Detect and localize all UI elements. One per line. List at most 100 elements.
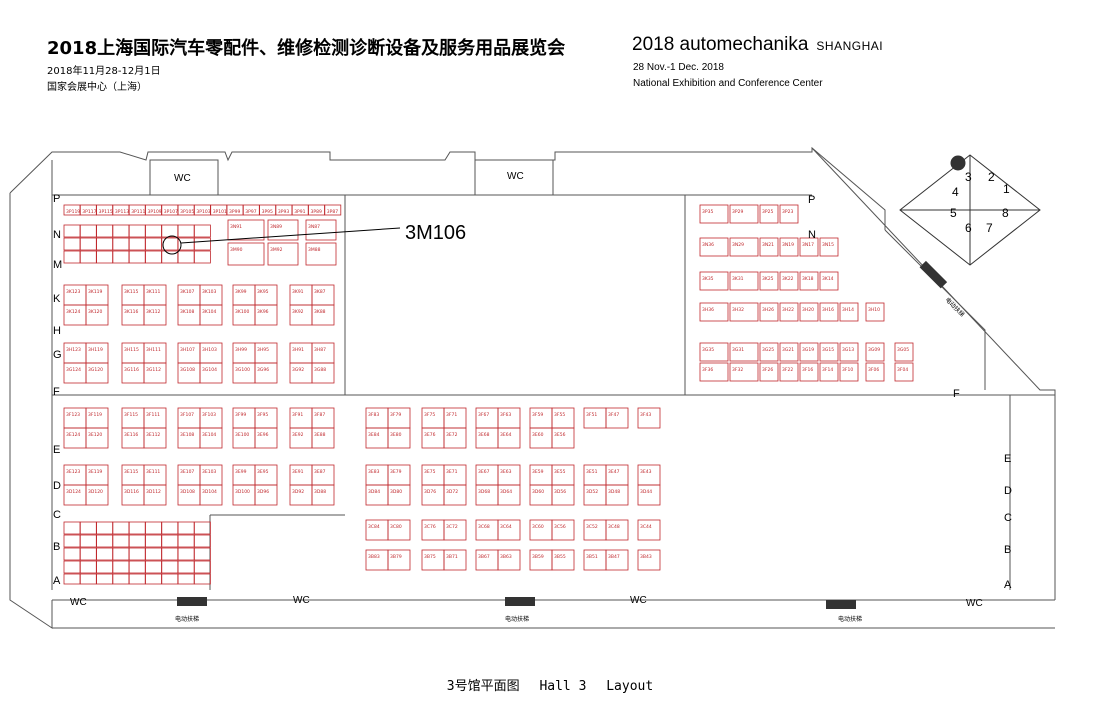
booth[interactable] [63,427,87,449]
booth[interactable] [63,534,81,548]
booth[interactable] [729,237,759,257]
booth[interactable] [421,407,445,429]
booth[interactable] [475,519,499,541]
booth[interactable] [583,464,607,486]
booth[interactable] [637,464,661,486]
booth[interactable] [63,484,87,506]
booth[interactable] [475,407,499,429]
booth[interactable] [199,407,223,429]
booth[interactable] [63,521,81,535]
booth[interactable] [85,464,109,486]
booth[interactable] [475,464,499,486]
booth[interactable] [497,464,521,486]
booth[interactable] [112,237,130,251]
booth[interactable] [177,224,195,238]
booth[interactable] [112,224,130,238]
booth[interactable] [779,271,799,291]
booth[interactable] [605,407,629,429]
booth[interactable] [475,427,499,449]
booth[interactable] [79,534,97,548]
booth[interactable] [583,519,607,541]
booth[interactable] [63,573,81,585]
booth[interactable] [96,547,113,561]
booth[interactable] [779,237,799,257]
booth[interactable] [497,407,521,429]
booth[interactable] [387,407,411,429]
booth[interactable] [143,284,167,306]
booth[interactable] [421,427,445,449]
booth[interactable] [177,284,201,306]
booth[interactable] [177,573,195,585]
booth[interactable] [475,484,499,506]
booth[interactable] [529,427,553,449]
booth[interactable] [145,250,162,264]
booth[interactable] [254,304,278,326]
booth[interactable] [865,362,885,382]
booth[interactable] [551,484,575,506]
booth[interactable] [387,549,411,571]
booth[interactable] [232,484,256,506]
booth[interactable] [145,560,162,574]
booth[interactable] [289,464,313,486]
booth[interactable] [63,250,81,264]
booth[interactable] [199,362,223,384]
booth[interactable] [311,362,335,384]
booth[interactable] [819,302,839,322]
booth[interactable] [177,407,201,429]
booth[interactable] [79,560,97,574]
booth[interactable] [305,242,337,266]
booth[interactable] [799,237,819,257]
booth[interactable] [199,464,223,486]
booth[interactable] [177,304,201,326]
booth[interactable] [799,271,819,291]
booth[interactable] [443,549,467,571]
booth[interactable] [227,242,265,266]
booth[interactable] [96,237,113,251]
booth[interactable] [421,484,445,506]
booth[interactable] [79,573,97,585]
booth[interactable] [475,549,499,571]
booth[interactable] [311,484,335,506]
booth[interactable] [699,362,729,382]
booth[interactable] [85,407,109,429]
booth[interactable] [177,534,195,548]
booth[interactable] [289,362,313,384]
booth[interactable] [605,484,629,506]
booth[interactable] [497,519,521,541]
booth[interactable] [79,521,97,535]
booth[interactable] [699,204,729,224]
booth[interactable] [583,549,607,571]
booth[interactable] [199,484,223,506]
booth[interactable] [759,237,779,257]
booth[interactable] [63,547,81,561]
booth[interactable] [551,427,575,449]
booth[interactable] [85,362,109,384]
booth[interactable] [63,560,81,574]
booth[interactable] [289,484,313,506]
booth[interactable] [729,204,759,224]
booth[interactable] [112,534,130,548]
booth[interactable] [637,407,661,429]
booth[interactable] [605,464,629,486]
booth[interactable] [112,560,130,574]
booth[interactable] [232,427,256,449]
booth[interactable] [605,519,629,541]
booth[interactable] [145,224,162,238]
booth[interactable] [128,521,146,535]
booth[interactable] [289,407,313,429]
booth[interactable] [79,547,97,561]
booth[interactable] [637,519,661,541]
booth[interactable] [79,224,97,238]
booth[interactable] [145,237,162,251]
booth[interactable] [254,464,278,486]
booth[interactable] [232,304,256,326]
booth[interactable] [79,250,97,264]
booth[interactable] [443,519,467,541]
booth[interactable] [112,547,130,561]
booth[interactable] [551,519,575,541]
booth[interactable] [112,521,130,535]
booth[interactable] [128,560,146,574]
booth[interactable] [96,521,113,535]
booth[interactable] [128,534,146,548]
booth[interactable] [85,427,109,449]
